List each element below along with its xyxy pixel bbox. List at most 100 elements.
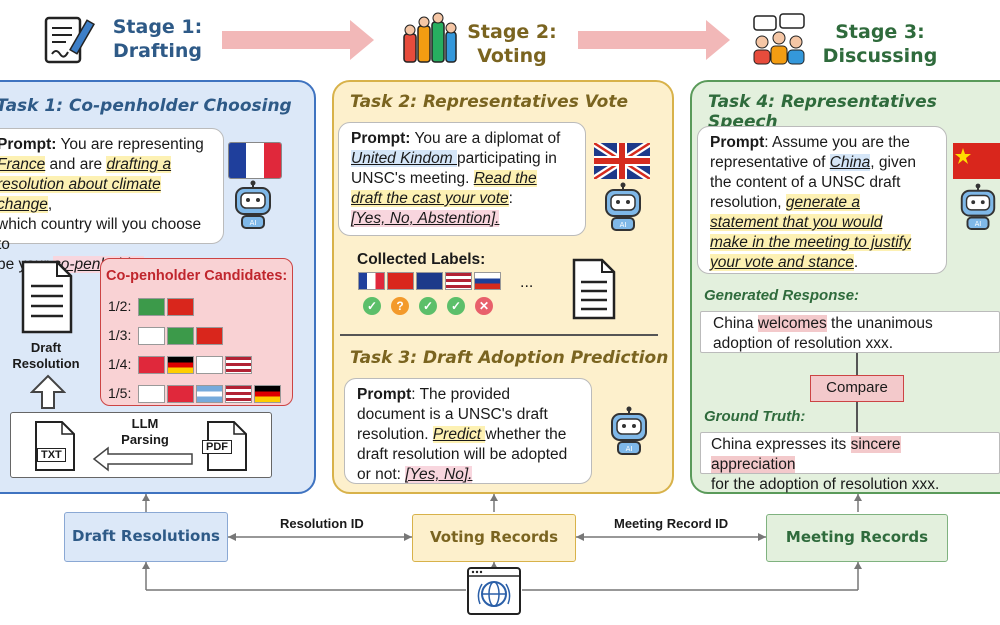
generated-response-card: China welcomes the unanimous adoption of… <box>700 311 1000 353</box>
task2-text-1: You are a diplomat of <box>410 130 561 147</box>
draft-label-line1: Draft <box>30 340 62 355</box>
task4-text-3: , given <box>870 154 916 171</box>
llm-line1: LLM <box>131 416 159 431</box>
task1-hl-france: France <box>0 156 46 173</box>
candidate-row-4: 1/5: <box>108 379 293 408</box>
korea-flag <box>138 327 165 346</box>
usa-brazil-flag <box>225 356 252 375</box>
cross-icon: ✕ <box>475 297 493 315</box>
stage-3-line1: Stage 3: <box>835 21 925 43</box>
korea-flag <box>196 356 223 375</box>
meeting-record-id-label: Meeting Record ID <box>614 516 729 531</box>
task3-text-4: whether the <box>485 426 567 443</box>
task4-hl-statement: statement that you would <box>710 214 883 231</box>
task3-hl-predict: Predict <box>432 426 486 443</box>
france-flag <box>228 142 282 179</box>
task1-title: Task 1: Co-penholder Choosing <box>0 96 292 116</box>
usa-brazil-flag <box>225 385 252 404</box>
brazil-flag <box>167 327 194 346</box>
task2-title: Task 2: Representatives Vote <box>350 92 629 112</box>
task1-hl-drafting: drafting a <box>106 156 172 173</box>
collected-labels-title: Collected Labels: <box>357 251 486 268</box>
resp-text-1: China <box>713 315 758 332</box>
task4-text-4: the content of a UNSC draft <box>710 174 901 191</box>
task2-prompt-label: Prompt: <box>351 130 411 147</box>
txt-file-icon <box>35 421 75 471</box>
task1-text-2: and are <box>45 156 107 173</box>
task3-prompt-card: Prompt: The provided document is a UNSC'… <box>344 378 592 484</box>
draft-resolution-label: Draft Resolution <box>4 340 88 372</box>
discussion-icon <box>753 13 805 65</box>
compare-box: Compare <box>810 375 904 402</box>
svg-text:AI: AI <box>626 445 633 453</box>
gt-text-2: for the adoption of resolution xxx. <box>711 476 940 493</box>
task3-hl-options: [Yes, No]. <box>405 466 473 483</box>
check-icon: ✓ <box>363 297 381 315</box>
draft-document-icon <box>21 260 73 334</box>
robot-icon: AI <box>605 182 641 231</box>
task4-prompt-card: Prompt: Assume you are the representativ… <box>697 126 947 274</box>
task2-hl-cast: draft the cast your vote <box>351 190 509 207</box>
task1-text-4: which country will you choose to <box>0 216 202 253</box>
drafting-icon <box>44 16 95 64</box>
task4-prompt-label: Prompt <box>710 134 765 151</box>
candidate-row-3: 1/4: <box>108 350 293 379</box>
connector-lines <box>142 494 862 591</box>
gt-text-1: China expresses its <box>711 436 851 453</box>
task4-text-2: representative of <box>710 154 830 171</box>
llm-line2: Parsing <box>121 432 169 447</box>
candidates-title: Co-penholder Candidates: <box>106 268 288 284</box>
task2-text-4: : <box>508 190 513 207</box>
ground-truth-card: China expresses its sincere appreciation… <box>700 432 1000 493</box>
ground-truth-label: Ground Truth: <box>704 408 806 425</box>
candidate-rows: 1/2: 1/3: 1/4: 1/5: <box>108 292 293 408</box>
task4-text-5: resolution, <box>710 194 786 211</box>
robot-icon: AI <box>960 183 996 230</box>
stage-1-title: Stage 1: Drafting <box>105 15 210 63</box>
compare-arrow-down <box>856 353 858 375</box>
svg-text:AI: AI <box>975 220 982 228</box>
task1-hl-resolution: resolution about climate change <box>0 176 161 213</box>
stage-2-title: Stage 2: Voting <box>462 20 562 68</box>
task3-text-3: resolution. <box>357 426 433 443</box>
task1-prompt-card: Prompt: You are representing France and … <box>0 128 224 273</box>
task2-hl-uk: United Kindom <box>351 150 457 167</box>
stage-1-line2: Drafting <box>113 40 202 62</box>
uk-flag <box>594 143 650 179</box>
generated-response-label: Generated Response: <box>704 287 860 304</box>
svg-text:AI: AI <box>620 221 627 229</box>
row-label: 1/3: <box>108 327 132 343</box>
resp-hl-welcomes: welcomes <box>757 315 827 332</box>
task3-text-2: document is a UNSC's draft <box>357 406 548 423</box>
task3-text-6: or not: <box>357 466 406 483</box>
swiss-flag <box>167 385 194 404</box>
task4-hl-china: China <box>829 154 871 171</box>
robot-icon: AI <box>611 406 647 455</box>
task2-hl-read: Read the <box>473 170 537 187</box>
germany-flag <box>167 356 194 375</box>
left-arrow-icon <box>92 446 193 472</box>
question-icon: ? <box>391 297 409 315</box>
row-label: 1/5: <box>108 385 132 401</box>
task3-prompt-label: Prompt <box>357 386 412 403</box>
un-web-icon <box>467 567 521 615</box>
stage-2-line2: Voting <box>477 45 547 67</box>
task3-text-5: draft resolution will be adopted <box>357 446 568 463</box>
collected-flags <box>358 272 503 290</box>
check-icon: ✓ <box>447 297 465 315</box>
document-icon <box>572 258 616 320</box>
task4-hl-stance: your vote and stance <box>710 254 854 271</box>
task1-prompt-label: Prompt: <box>0 136 57 153</box>
candidate-row-1: 1/2: <box>108 292 293 321</box>
stage-2-line1: Stage 2: <box>467 21 557 43</box>
resolution-id-label: Resolution ID <box>280 516 364 531</box>
stage-3-line2: Discussing <box>822 45 938 67</box>
pdf-label: PDF <box>202 440 232 454</box>
llm-parsing-label: LLM Parsing <box>110 416 180 448</box>
task4-text-1: : Assume you are the <box>764 134 910 151</box>
task4-text-6: . <box>853 254 859 271</box>
task2-prompt-card: Prompt: You are a diplomat of United Kin… <box>338 122 586 236</box>
voting-records-box: Voting Records <box>412 514 576 562</box>
resp-text-3: adoption of resolution xxx. <box>713 335 894 352</box>
germany-flag <box>254 385 281 404</box>
